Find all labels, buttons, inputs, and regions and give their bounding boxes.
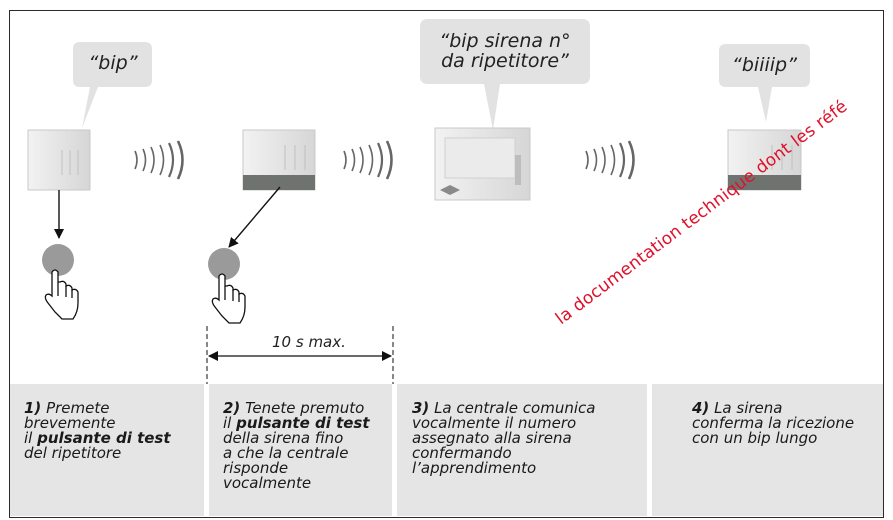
bubble-text-3: “biiiip” bbox=[719, 55, 810, 75]
step-3-number: 3) bbox=[412, 399, 430, 417]
step-2-line-2: il pulsante di test bbox=[223, 416, 370, 431]
diagram-frame bbox=[9, 10, 884, 518]
timing-label: 10 s max. bbox=[272, 333, 346, 351]
step-3-text: 3) La centrale comunica vocalmente il nu… bbox=[412, 401, 595, 476]
step-3-line-2: vocalmente il numero bbox=[412, 414, 577, 432]
step-panel-1 bbox=[10, 384, 204, 516]
siren-device-1 bbox=[242, 129, 316, 191]
step-4-text: 4) La sirena conferma la ricezione con u… bbox=[692, 401, 854, 446]
step-panel-3 bbox=[397, 384, 647, 516]
step-2-line-6: vocalmente bbox=[223, 474, 312, 492]
hand-icon-1 bbox=[44, 269, 79, 320]
radio-wave-icon-2 bbox=[343, 140, 393, 180]
step-2-l1: il bbox=[223, 414, 232, 432]
step-1-text: 1) Premete brevemente il pulsante di tes… bbox=[24, 401, 171, 461]
speech-bubble-3 bbox=[719, 44, 810, 122]
step-2-line-1: 2) Tenete premuto bbox=[223, 401, 370, 416]
bubble-3-line: “biiiip” bbox=[732, 54, 797, 76]
step-1-line-4: del ripetitore bbox=[24, 444, 122, 462]
step-3-line-5: l’apprendimento bbox=[412, 459, 537, 477]
step-1-bold: pulsante di test bbox=[37, 429, 171, 447]
step-2-bold: pulsante di test bbox=[236, 414, 370, 432]
test-button-repeater bbox=[42, 244, 74, 276]
step-2-line-4: a che la centrale bbox=[223, 444, 349, 462]
bubble-2-line-2: da ripetitore” bbox=[441, 50, 569, 72]
step-3-line-1: 3) La centrale comunica bbox=[412, 401, 595, 416]
radio-wave-icon-3 bbox=[585, 140, 635, 180]
repeater-device bbox=[27, 129, 91, 191]
step-4-line-1: 4) La sirena bbox=[692, 401, 854, 416]
bubble-text-2: “bip sirena n° da ripetitore” bbox=[420, 31, 590, 71]
speech-bubble-2 bbox=[420, 19, 590, 130]
step-3-l0: La centrale comunica bbox=[434, 399, 596, 417]
step-4-line-2: conferma la ricezione bbox=[692, 414, 855, 432]
step-2-line-3: della sirena fino bbox=[223, 429, 344, 447]
step-1-line-2: brevemente bbox=[24, 414, 116, 432]
step-1-l0: Premete bbox=[46, 399, 110, 417]
arrow-to-siren-button bbox=[228, 186, 281, 248]
step-4-line-3: con un bip lungo bbox=[692, 429, 818, 447]
step-4-number: 4) bbox=[692, 399, 710, 417]
control-panel-device bbox=[434, 127, 531, 201]
step-2-l0: Tenete premuto bbox=[245, 399, 365, 417]
step-3-line-3: assegnato alla sirena bbox=[412, 429, 572, 447]
radio-wave-icon-1 bbox=[134, 140, 184, 180]
step-2-number: 2) bbox=[223, 399, 241, 417]
step-panel-4 bbox=[652, 384, 883, 516]
siren-device-2 bbox=[727, 129, 802, 191]
bubble-2-line-1: “bip sirena n° bbox=[439, 30, 571, 52]
speech-bubble-1 bbox=[73, 42, 152, 128]
hand-icon-2 bbox=[211, 273, 246, 324]
test-button-siren bbox=[208, 248, 240, 280]
step-1-line-1: 1) Premete bbox=[24, 401, 171, 416]
bubble-1-line: “bip” bbox=[88, 52, 138, 74]
step-3-line-4: confermando bbox=[412, 444, 512, 462]
step-1-l2: il bbox=[24, 429, 33, 447]
step-2-text: 2) Tenete premuto il pulsante di test de… bbox=[223, 401, 370, 491]
bubble-text-1: “bip” bbox=[74, 53, 152, 73]
step-2-line-5: risponde bbox=[223, 459, 289, 477]
step-4-l0: La sirena bbox=[714, 399, 783, 417]
step-1-number: 1) bbox=[24, 399, 42, 417]
step-panel-2 bbox=[209, 384, 392, 516]
step-1-line-3: il pulsante di test bbox=[24, 431, 171, 446]
